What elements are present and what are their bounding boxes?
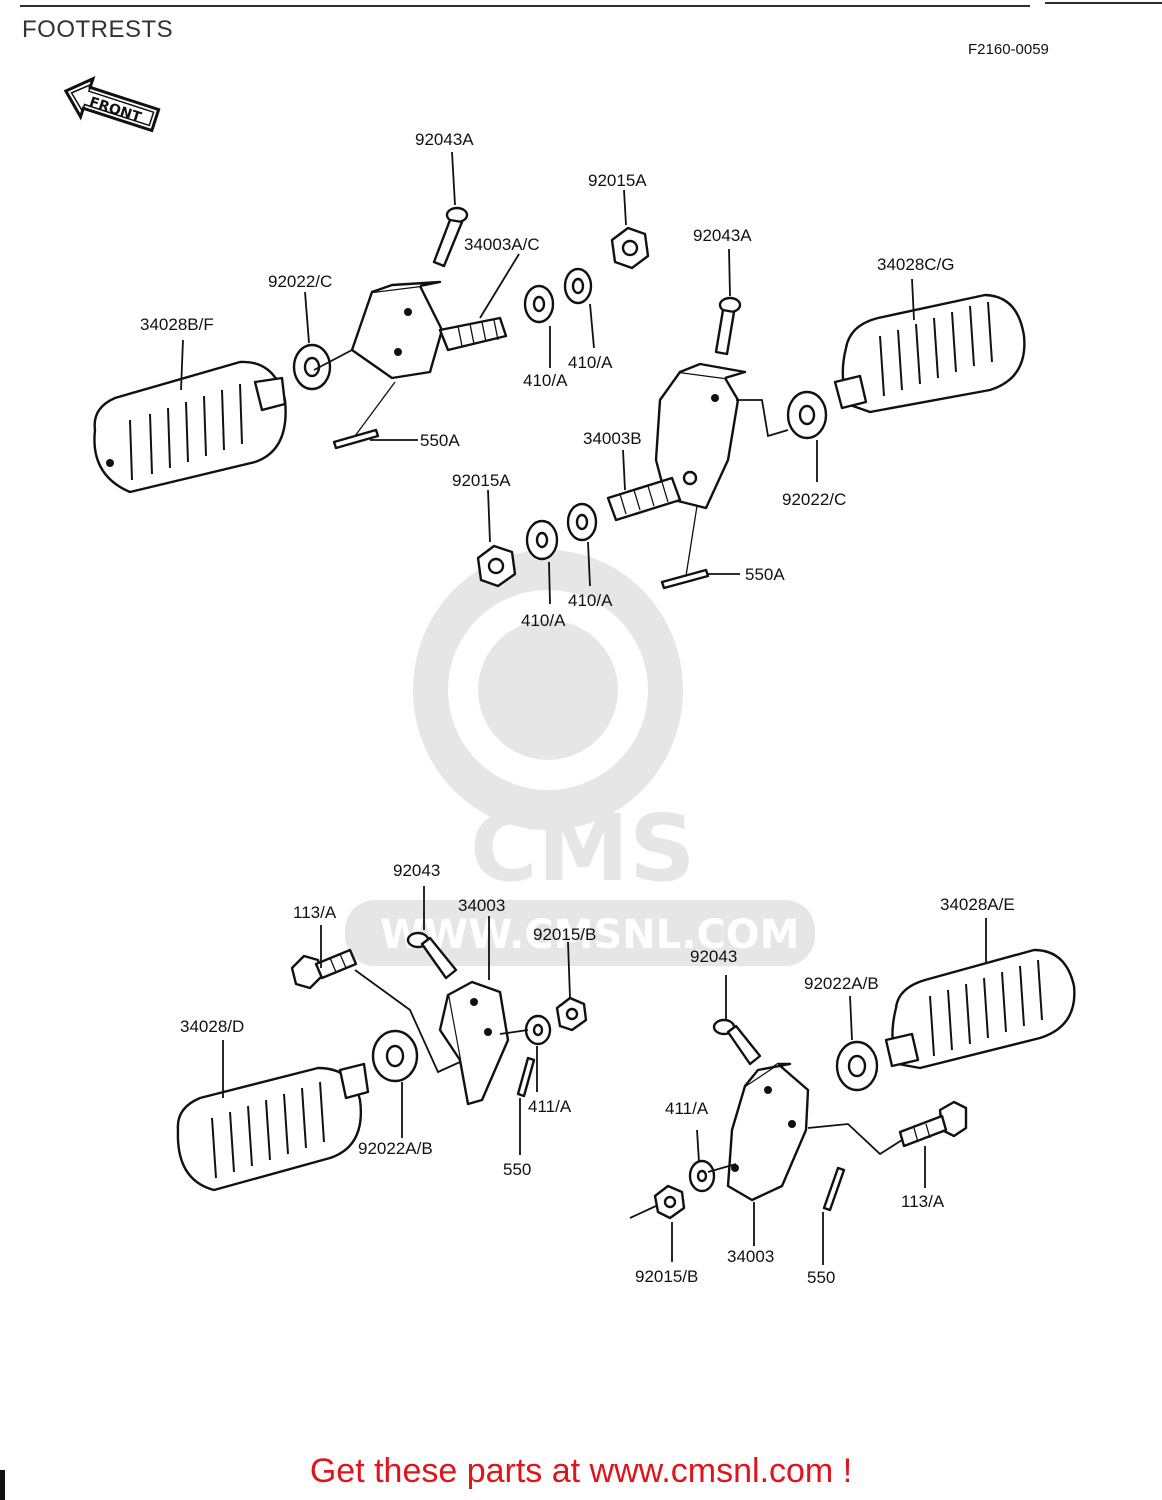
washers-top-left bbox=[523, 267, 593, 324]
cms-watermark: CMS WWW.CMSNL.COM bbox=[345, 550, 815, 966]
label-tl-holder: 34003A/C bbox=[464, 235, 540, 254]
label-br-washer-small: 411/A bbox=[665, 1099, 709, 1118]
washer-bottom-left-small bbox=[524, 1014, 552, 1046]
label-br-bracket: 34003 bbox=[727, 1247, 774, 1266]
label-br-nut: 92015/B bbox=[635, 1267, 698, 1286]
shop-link[interactable]: Get these parts at www.cmsnl.com ! bbox=[309, 1452, 853, 1490]
label-tr-holder: 34003B bbox=[583, 429, 642, 448]
footpeg-bottom-right bbox=[884, 948, 1076, 1070]
label-bl-bolt: 113/A bbox=[293, 903, 337, 922]
label-bl-bracket: 34003 bbox=[458, 896, 505, 915]
nut-bottom-right bbox=[653, 1184, 686, 1220]
label-br-bolt: 113/A bbox=[901, 1192, 945, 1211]
bolt-bottom-left bbox=[290, 948, 358, 990]
figure-code: F2160-0059 bbox=[968, 41, 1049, 58]
cotter-top-right bbox=[660, 505, 710, 590]
washer-bottom-right-large bbox=[835, 1040, 879, 1092]
washer-bottom-right-small bbox=[688, 1159, 716, 1193]
washer-top-right-large bbox=[786, 390, 828, 440]
footpeg-top-left bbox=[93, 360, 287, 494]
watermark-url: WWW.CMSNL.COM bbox=[380, 912, 800, 958]
label-tr-washer-large: 92022/C bbox=[782, 490, 846, 509]
label-bl-washer-small: 411/A bbox=[528, 1097, 572, 1116]
footpeg-bottom-left bbox=[176, 1062, 370, 1192]
label-bl-pin: 92043 bbox=[393, 861, 440, 880]
pin-bottom-left bbox=[406, 931, 458, 980]
label-tl-cotter: 550A bbox=[420, 431, 460, 450]
label-bl-washer-large: 92022A/B bbox=[358, 1139, 433, 1158]
washer-top-left-large bbox=[292, 343, 332, 391]
cotter-bottom-left bbox=[516, 1056, 536, 1098]
nut-bottom-left bbox=[555, 996, 588, 1032]
label-bl-cotter: 550 bbox=[503, 1160, 531, 1179]
label-bl-footpeg: 34028/D bbox=[180, 1017, 244, 1036]
label-bl-nut: 92015/B bbox=[533, 925, 596, 944]
washers-top-right bbox=[525, 502, 598, 561]
label-br-washer-large: 92022A/B bbox=[804, 974, 879, 993]
footpeg-top-right bbox=[833, 293, 1026, 414]
label-br-cotter: 550 bbox=[807, 1268, 835, 1287]
cotter-bottom-right bbox=[822, 1166, 846, 1212]
label-tr-washer-inner: 410/A bbox=[521, 611, 566, 630]
bolt-bottom-right bbox=[898, 1100, 968, 1148]
cotter-top-left bbox=[332, 381, 396, 450]
label-tl-washer-inner: 410/A bbox=[523, 371, 568, 390]
label-tl-pin: 92043A bbox=[415, 130, 474, 149]
holder-top-right bbox=[606, 362, 747, 522]
pin-top-right bbox=[714, 296, 742, 356]
nut-top-right bbox=[476, 544, 517, 588]
pin-top-left bbox=[432, 206, 469, 268]
bracket-bottom-left bbox=[438, 980, 510, 1106]
label-br-pin: 92043 bbox=[690, 947, 737, 966]
watermark-brand: CMS bbox=[470, 795, 695, 902]
label-tl-footpeg: 34028B/F bbox=[140, 315, 214, 334]
front-arrow-icon: FRONT bbox=[63, 76, 161, 133]
label-tl-washer-large: 92022/C bbox=[268, 272, 332, 291]
label-tr-washer-outer: 410/A bbox=[568, 591, 613, 610]
label-tl-washer-outer: 410/A bbox=[568, 353, 613, 372]
label-tl-nut: 92015A bbox=[588, 171, 647, 190]
nut-top-left bbox=[610, 226, 650, 270]
label-br-footpeg: 34028A/E bbox=[940, 895, 1015, 914]
washer-bottom-left-large bbox=[371, 1029, 419, 1083]
page-title: FOOTRESTS bbox=[22, 16, 174, 43]
label-tr-cotter: 550A bbox=[745, 565, 785, 584]
bracket-bottom-right bbox=[726, 1062, 810, 1202]
label-tr-pin: 92043A bbox=[693, 226, 752, 245]
pin-bottom-right bbox=[712, 1018, 762, 1066]
label-tr-footpeg: 34028C/G bbox=[877, 255, 955, 274]
label-tr-nut: 92015A bbox=[452, 471, 511, 490]
holder-top-left bbox=[350, 280, 508, 380]
edge-mark bbox=[0, 1470, 5, 1500]
shop-banner[interactable]: Get these parts at www.cmsnl.com ! bbox=[0, 1452, 1162, 1491]
